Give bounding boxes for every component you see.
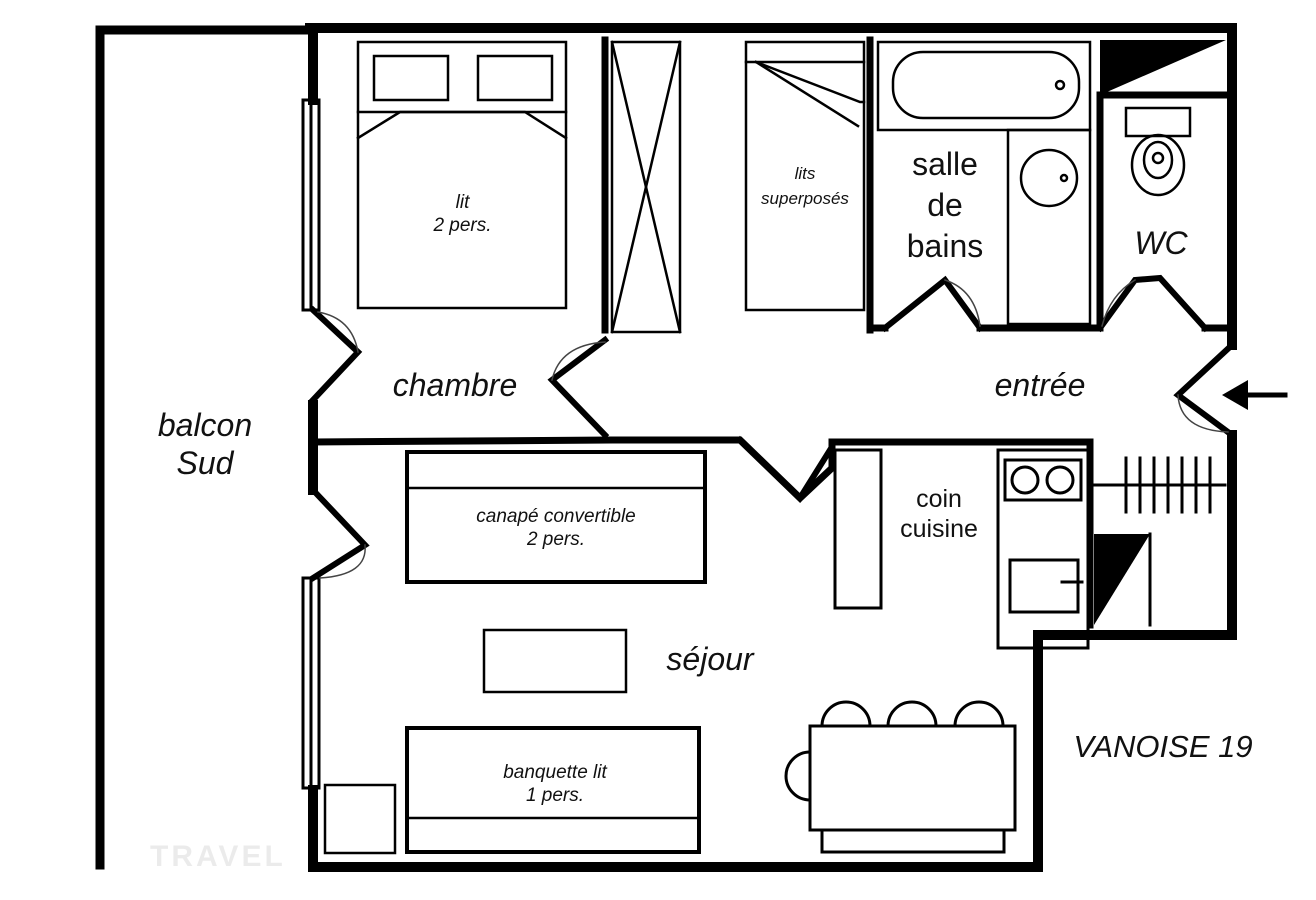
label-wc: WC (1134, 225, 1188, 261)
cabinet (323, 783, 397, 855)
wardrobe (610, 40, 682, 334)
label-double-bed: lit 2 pers. (433, 192, 492, 236)
label-bunk-beds: lits superposés (761, 164, 849, 208)
label-coin-cuisine: coin cuisine (900, 485, 978, 543)
dining-table (784, 700, 1017, 854)
daybed (405, 726, 701, 854)
double-bed (356, 40, 568, 310)
balcony-outline (95, 25, 315, 870)
exterior-walls (305, 23, 1237, 872)
label-entree: entrée (994, 367, 1086, 403)
bunk-beds (744, 40, 866, 312)
apartment-name: VANOISE 19 (1073, 729, 1253, 764)
toilet (1124, 106, 1192, 197)
duct-shaft-kitchen (1094, 534, 1150, 625)
coffee-table (482, 628, 628, 694)
entrance-arrow-icon (1222, 380, 1288, 410)
label-sejour: séjour (666, 641, 754, 677)
duct-shaft-top (1100, 40, 1226, 95)
sofa-bed (405, 450, 707, 584)
bathtub (876, 40, 1092, 132)
label-daybed: banquette lit 1 pers. (503, 762, 607, 806)
coat-rack (1092, 456, 1227, 514)
watermark-logo: TRAVEL (150, 840, 286, 873)
kitchen-units (833, 448, 1090, 650)
label-salle-de-bains: salle de bains (906, 146, 984, 264)
label-chambre: chambre (392, 367, 518, 403)
washbasin (1006, 128, 1092, 326)
label-sofa-bed: canapé convertible 2 pers. (476, 506, 636, 550)
label-balcon: balcon Sud (157, 407, 253, 482)
west-windows (301, 98, 321, 790)
